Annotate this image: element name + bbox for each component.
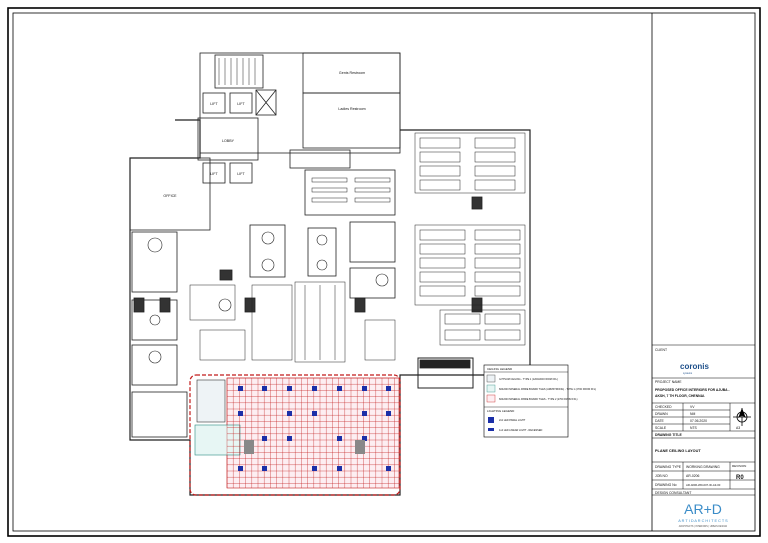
lighting-legend-title: LIGHTING LEGEND — [487, 409, 515, 413]
client-logo: coronis — [680, 362, 709, 371]
lift-label: LIFT — [237, 102, 245, 106]
led-panel-light — [287, 436, 292, 441]
column — [133, 297, 145, 313]
ladies-restroom — [302, 92, 401, 149]
legend-item: 2x2 LED PANEL LIGHT — [499, 419, 526, 422]
project-line2: AKSH, 7 TH FLOOR, CHENNAI. — [655, 394, 705, 398]
revision-label: REVISION — [732, 464, 746, 468]
date-val: 07.06.2020 — [690, 419, 707, 423]
drawn-label: DRAWN — [655, 412, 668, 416]
led-panel-light — [262, 466, 267, 471]
outer-border — [7, 7, 761, 537]
workstations-middle — [189, 281, 396, 363]
shaft — [255, 89, 277, 116]
ladies-label: Ladies Restroom — [338, 107, 365, 111]
led-panel-light — [362, 411, 367, 416]
designer-label: DESIGN CONSULTANT — [655, 491, 691, 495]
workstations-right — [414, 132, 526, 346]
drawing-no-val: AR-0206-WD-007-ID-A3-00 — [686, 483, 721, 487]
column — [355, 440, 365, 454]
drawing-no-label: DRAWING No — [655, 483, 677, 487]
legend-item: 600x600 MINERAL FIBRE BOARD TILES (ARMST… — [499, 388, 596, 391]
scale-val: NTS — [690, 426, 698, 430]
office-label: OFFICE — [163, 194, 177, 198]
lobby — [197, 117, 259, 161]
north-arrow-icon — [733, 407, 751, 426]
led-panel-light — [337, 466, 342, 471]
lift-label: LIFT — [210, 172, 218, 176]
gents-label: Gents Restroom — [339, 71, 365, 75]
legend-swatch-gypsum — [486, 374, 496, 383]
legend-item: 1x4 LED LINEAR LIGHT - RECESSED — [499, 429, 542, 432]
designer-logo: AR+D — [684, 501, 722, 517]
job-val: AR-0206 — [686, 474, 699, 478]
designer-sub: ARCHITECTS | INTERIORS | URBAN DESIGN — [679, 525, 728, 528]
led-panel-light — [337, 386, 342, 391]
legend-title: CEILING LEGEND — [487, 367, 513, 371]
revision-val: R0 — [736, 475, 744, 481]
led-panel-light — [262, 386, 267, 391]
legend-swatch-type2 — [486, 394, 496, 403]
legend-swatch-linear — [488, 428, 494, 431]
gypsum-zone — [196, 379, 226, 423]
project-line1: PROPOSED OFFICE INTERIORS FOR AJUBA - — [655, 388, 730, 392]
led-panel-light — [262, 436, 267, 441]
led-panel-light — [287, 411, 292, 416]
led-panel-light — [362, 436, 367, 441]
legend-item: 600x600 MINERAL FIBRE BOARD TILES - TYPE… — [499, 398, 578, 401]
pantry — [289, 149, 351, 169]
led-panel-light — [238, 386, 243, 391]
designer-name: A R T I D A R C H I T E C T S — [678, 519, 728, 523]
client-label: CLIENT — [655, 348, 667, 352]
led-panel-light — [337, 436, 342, 441]
discussion-tables — [147, 231, 389, 364]
floor-plan — [129, 52, 531, 496]
client-logo-sub: systems — [683, 372, 693, 375]
drawing-title-label: DRAWING TITLE — [655, 433, 682, 437]
led-panel-light — [238, 466, 243, 471]
reception — [417, 357, 474, 389]
lobby-label: LOBBY — [222, 139, 235, 143]
lift-1 — [202, 92, 226, 114]
inner-border — [12, 12, 756, 532]
title-block — [652, 344, 755, 496]
led-panel-light — [386, 466, 391, 471]
led-panel-light — [312, 466, 317, 471]
checked-val: VV — [690, 405, 695, 409]
led-panel-light — [287, 386, 292, 391]
legend-swatch-type1 — [486, 384, 496, 393]
lift-label: LIFT — [210, 102, 218, 106]
led-panel-light — [312, 386, 317, 391]
date-label: DATE — [655, 419, 665, 423]
lift-2 — [229, 92, 253, 114]
left-rooms — [131, 231, 178, 293]
project-label: PROJECT NAME — [655, 380, 682, 384]
ceiling-grid-zone — [189, 374, 401, 496]
ceiling-boundary — [189, 374, 401, 496]
checked-label: CHECKED — [655, 405, 672, 409]
drawn-val: NM — [690, 412, 695, 416]
size-val: A3 — [736, 426, 740, 430]
legend-item: GYPSUM CEILING - TYPE 1 (1200x600 FROM F… — [499, 378, 558, 381]
ceiling-legend: CEILING LEGEND GYPSUM CEILING - TYPE 1 (… — [483, 364, 596, 438]
column — [244, 440, 254, 454]
scale-label: SCALE — [655, 426, 667, 430]
lift-3 — [202, 162, 226, 184]
training-room — [304, 169, 396, 216]
staircase — [214, 54, 264, 89]
legend-swatch-panel — [488, 417, 494, 423]
led-panel-light — [312, 411, 317, 416]
led-panel-light — [238, 411, 243, 416]
tile-zone-type2 — [226, 377, 400, 489]
drawing-title: PLANE CEILING LAYOUT — [655, 449, 701, 453]
led-panel-light — [386, 386, 391, 391]
job-label: JOB NO — [655, 474, 668, 478]
lift-4 — [229, 162, 253, 184]
type-val: WORKING DRAWING — [686, 465, 720, 469]
lift-label: LIFT — [237, 172, 245, 176]
led-panel-light — [362, 386, 367, 391]
led-panel-light — [386, 411, 391, 416]
type-label: DRAWING TYPE — [655, 465, 682, 469]
